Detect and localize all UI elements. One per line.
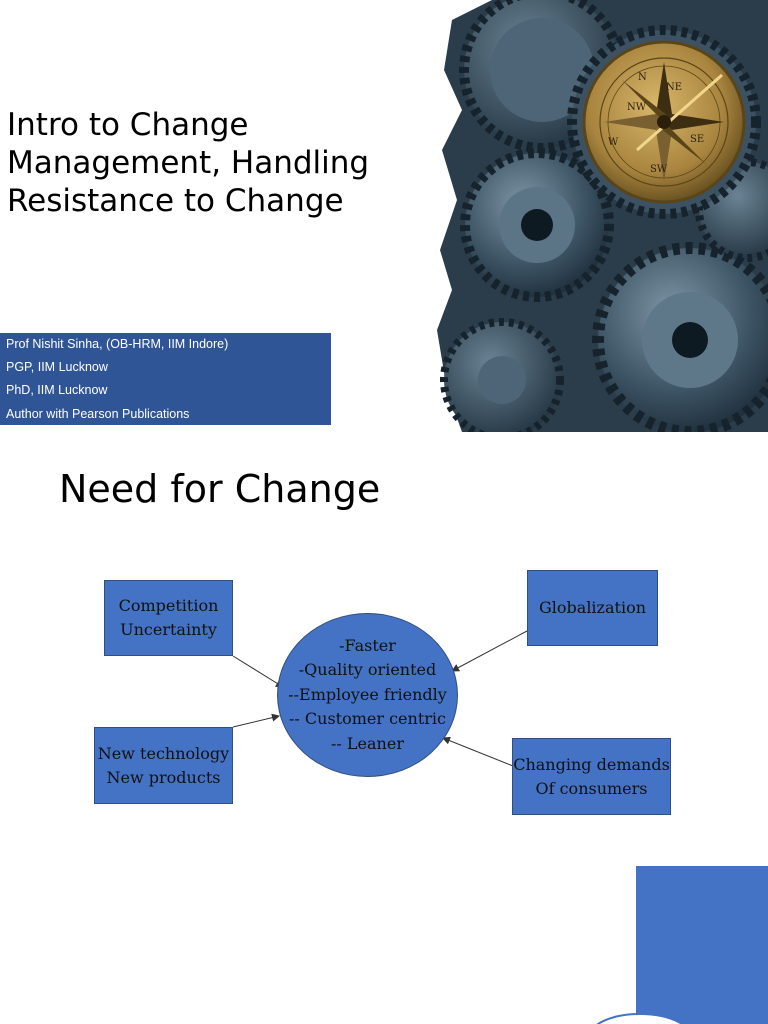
arrow	[442, 736, 514, 767]
slide-heading: Need for Change	[59, 467, 381, 511]
author-line: PGP, IIM Lucknow	[6, 360, 108, 374]
driver-box-competition: Competition Uncertainty	[104, 580, 233, 656]
arrow	[232, 713, 280, 728]
compass-marker: NW	[627, 102, 647, 113]
title-line: Resistance to Change	[7, 183, 344, 219]
box-text: Globalization	[539, 598, 646, 617]
gear-icon	[592, 242, 768, 432]
outcome-text: -- Leaner	[331, 733, 404, 753]
gear-icon	[460, 148, 614, 302]
box-text: Uncertainty	[120, 620, 217, 639]
decorative-rectangle	[636, 866, 768, 1024]
slide-title: Intro to Change Management, Handling Res…	[0, 0, 768, 432]
gears-compass-image: NE NW SE SW N W	[437, 0, 768, 432]
compass-marker: SW	[650, 164, 668, 175]
decorative-arc	[596, 1013, 684, 1024]
box-text: New technology	[97, 743, 230, 763]
driver-box-globalization: Globalization	[527, 570, 658, 646]
gear-icon	[440, 318, 564, 432]
outcome-text: -Quality oriented	[298, 660, 437, 680]
compass-marker: NE	[666, 82, 682, 93]
compass-marker: W	[608, 137, 619, 148]
compass-marker: SE	[690, 134, 704, 145]
slide-title-heading: Intro to Change Management, Handling Res…	[7, 106, 427, 220]
compass-icon: NE NW SE SW N W	[567, 25, 761, 219]
author-line: Author with Pearson Publications	[6, 407, 190, 421]
outcome-text: -- Customer centric	[289, 709, 446, 729]
author-line: Prof Nishit Sinha, (OB-HRM, IIM Indore)	[6, 337, 229, 351]
outcome-text: --Employee friendly	[288, 684, 447, 704]
box-text: New products	[106, 767, 221, 787]
title-line: Intro to Change	[7, 107, 249, 143]
outcome-ellipse: -Faster -Quality oriented --Employee fri…	[277, 613, 458, 777]
driver-box-technology: New technology New products	[94, 727, 233, 804]
slide-need-for-change: Need for Change Competition Uncertainty …	[0, 432, 768, 864]
compass-marker: N	[638, 72, 647, 83]
author-info-box: Prof Nishit Sinha, (OB-HRM, IIM Indore) …	[0, 333, 331, 425]
arrow	[232, 655, 284, 688]
author-line: PhD, IIM Lucknow	[6, 383, 108, 397]
driver-box-consumer-demands: Changing demands Of consumers	[512, 738, 671, 815]
box-text: Competition	[118, 596, 219, 615]
arrow	[451, 630, 528, 672]
box-text: Changing demands	[513, 754, 670, 774]
title-line: Management, Handling	[7, 145, 370, 181]
outcome-text: -Faster	[339, 635, 396, 655]
slide-partial	[0, 866, 768, 1024]
box-text: Of consumers	[535, 778, 648, 798]
